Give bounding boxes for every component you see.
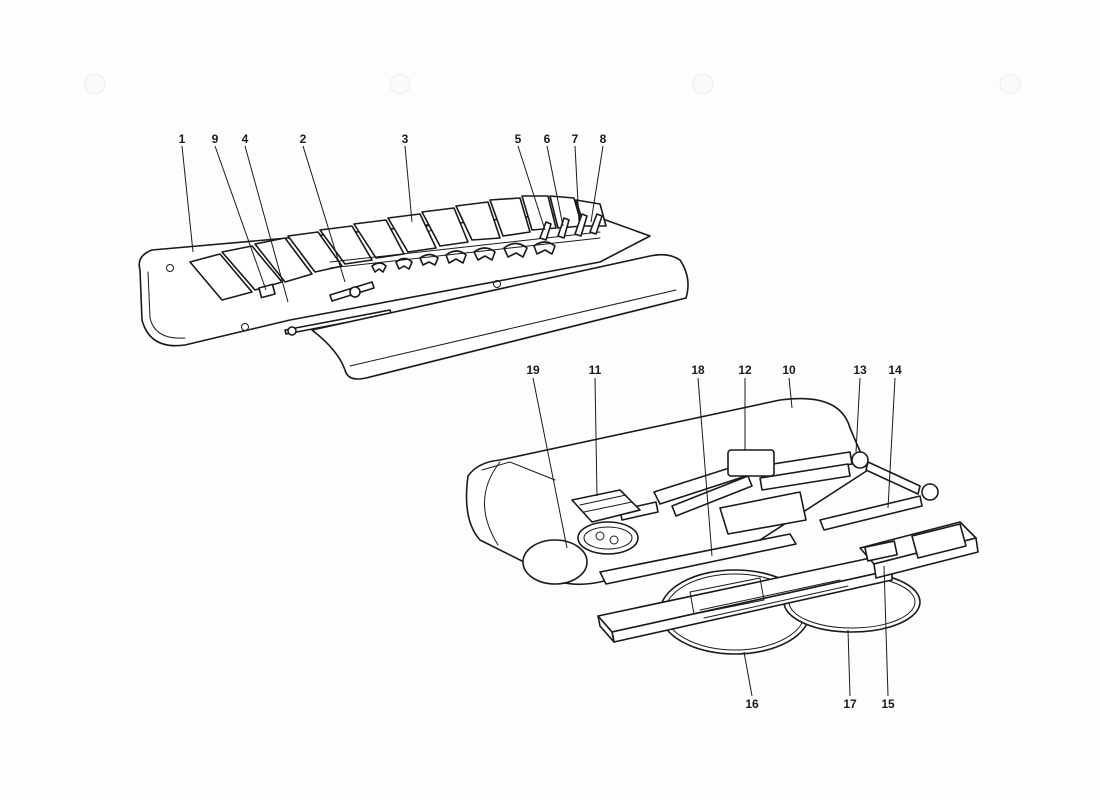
callout-9: 9 (212, 132, 219, 146)
callout-17: 17 (843, 697, 857, 711)
tool-roll-drawing (138, 195, 689, 380)
callout-13: 13 (853, 363, 867, 377)
callout-3: 3 (402, 132, 409, 146)
callout-7: 7 (572, 132, 579, 146)
scissor-jack (619, 449, 939, 535)
callout-6: 6 (544, 132, 551, 146)
jack-handle (599, 533, 797, 585)
screwdrivers (539, 213, 603, 241)
callout-4: 4 (242, 132, 249, 146)
round-container (522, 521, 639, 585)
callout-11: 11 (589, 363, 602, 377)
callout-8: 8 (600, 132, 607, 146)
leader-lines (181, 145, 896, 697)
callout-12: 12 (738, 363, 752, 377)
tool-box (571, 489, 641, 523)
callout-15: 15 (881, 697, 895, 711)
callout-14: 14 (888, 363, 902, 377)
jack-lever (819, 495, 923, 531)
wheel-chock-left (597, 555, 893, 643)
callout-2: 2 (300, 132, 307, 146)
callout-1: 1 (179, 132, 186, 146)
open-end-wrenches (329, 231, 601, 273)
callout-5: 5 (515, 132, 522, 146)
callout-16: 16 (745, 697, 759, 711)
callout-19: 19 (526, 363, 540, 377)
callout-10: 10 (782, 363, 796, 377)
callout-18: 18 (691, 363, 705, 377)
tool-roll-front-flap (311, 253, 689, 380)
callout-labels: 1 9 4 2 3 5 6 7 8 19 11 18 12 10 13 14 1… (179, 132, 902, 711)
jack-kit-drawing (465, 397, 979, 655)
binder-holes (84, 73, 1021, 95)
wheel-chock-right (859, 521, 979, 579)
handle-bar (258, 281, 392, 336)
